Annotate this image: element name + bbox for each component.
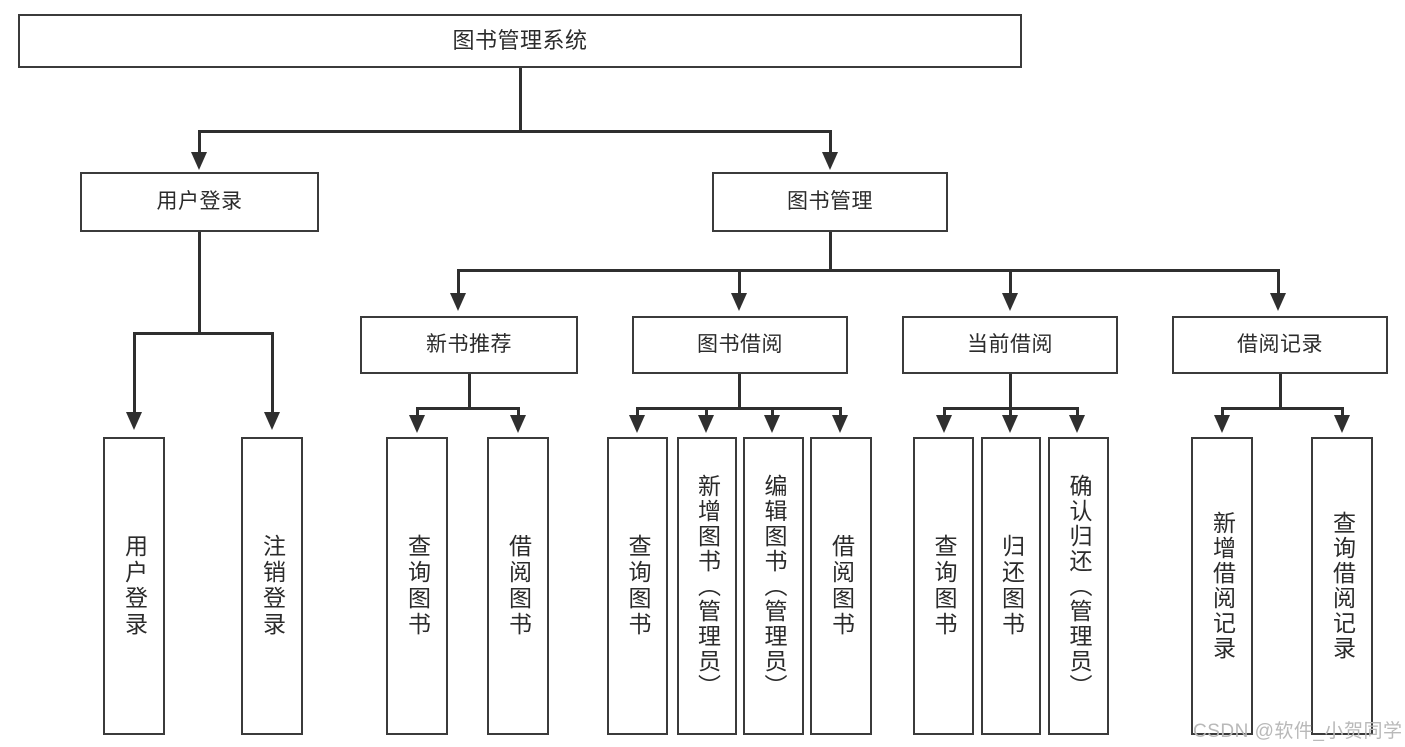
leaf-br-add-record[interactable]: 新增借阅记录 [1191, 437, 1253, 735]
connector-drop-br-1 [1221, 407, 1224, 419]
connector-drop-br-2 [1341, 407, 1344, 419]
connector-drop-nb-1 [416, 407, 419, 419]
leaf-bb-edit-book[interactable]: 编辑图书（管理员） [743, 437, 804, 735]
node-label: 查询借阅记录 [1329, 511, 1356, 661]
node-user-login[interactable]: 用户登录 [80, 172, 319, 232]
connector-drop-book-borrow [738, 269, 741, 295]
connector-user-login-stem [198, 232, 201, 334]
arrow-to-nb-query-book [409, 415, 425, 433]
leaf-bb-query-book[interactable]: 查询图书 [607, 437, 668, 735]
arrow-to-current-borrow [1002, 293, 1018, 311]
node-root-system[interactable]: 图书管理系统 [18, 14, 1022, 68]
arrow-to-cb-query-book [936, 415, 952, 433]
arrow-to-book-borrow [731, 293, 747, 311]
node-label: 用户登录 [121, 534, 148, 638]
connector-book-borrow-bus [637, 407, 841, 410]
leaf-logout[interactable]: 注销登录 [241, 437, 303, 735]
connector-drop-bb-1 [636, 407, 639, 419]
connector-new-book-stem [468, 374, 471, 410]
leaf-br-query-record[interactable]: 查询借阅记录 [1311, 437, 1373, 735]
connector-drop-book-manage [829, 130, 832, 156]
connector-drop-new-book [457, 269, 460, 295]
connector-level2-bus [199, 130, 831, 133]
connector-drop-cb-2 [1009, 407, 1012, 419]
arrow-to-book-manage [822, 152, 838, 170]
node-label: 注销登录 [259, 534, 286, 638]
arrow-to-bb-query-book [629, 415, 645, 433]
connector-level3-bus [458, 269, 1279, 272]
leaf-bb-borrow-book[interactable]: 借阅图书 [810, 437, 872, 735]
node-label: 确认归还（管理员） [1066, 473, 1092, 699]
arrow-to-cb-confirm-return [1069, 415, 1085, 433]
node-label: 借阅图书 [505, 534, 532, 638]
connector-drop-bb-3 [771, 407, 774, 419]
node-label: 用户登录 [156, 190, 243, 214]
arrow-to-leaf-logout [264, 412, 280, 430]
connector-new-book-bus [417, 407, 520, 410]
connector-drop-nb-2 [517, 407, 520, 419]
node-label: 编辑图书（管理员） [761, 473, 787, 699]
node-label: 图书借阅 [697, 333, 783, 357]
node-label: 新书推荐 [426, 333, 512, 357]
arrow-to-bb-borrow-book [832, 415, 848, 433]
connector-drop-bb-2 [705, 407, 708, 419]
connector-drop-current-borrow [1009, 269, 1012, 295]
leaf-user-login[interactable]: 用户登录 [103, 437, 165, 735]
connector-user-login-bus [134, 332, 273, 335]
node-label: 查询图书 [625, 534, 651, 638]
arrow-to-cb-return-book [1002, 415, 1018, 433]
leaf-nb-query-book[interactable]: 查询图书 [386, 437, 448, 735]
arrow-to-user-login [191, 152, 207, 170]
connector-current-borrow-stem [1009, 374, 1012, 410]
connector-drop-cb-1 [943, 407, 946, 419]
node-new-book-recommend[interactable]: 新书推荐 [360, 316, 578, 374]
node-label: 借阅图书 [828, 534, 855, 638]
connector-drop-borrow-record [1277, 269, 1280, 295]
arrow-to-borrow-record [1270, 293, 1286, 311]
arrow-to-br-query-record [1334, 415, 1350, 433]
arrow-to-bb-edit-book [764, 415, 780, 433]
node-current-borrow[interactable]: 当前借阅 [902, 316, 1118, 374]
arrow-to-leaf-user-login [126, 412, 142, 430]
arrow-to-br-add-record [1214, 415, 1230, 433]
connector-drop-user-login [198, 130, 201, 156]
node-label: 图书管理系统 [452, 27, 588, 53]
node-label: 借阅记录 [1237, 333, 1323, 357]
connector-drop-cb-3 [1076, 407, 1079, 419]
connector-borrow-record-stem [1279, 374, 1282, 410]
node-book-borrow[interactable]: 图书借阅 [632, 316, 848, 374]
node-borrow-record[interactable]: 借阅记录 [1172, 316, 1388, 374]
connector-book-manage-stem [829, 232, 832, 272]
arrow-to-new-book-recommend [450, 293, 466, 311]
connector-borrow-record-bus [1222, 407, 1342, 410]
node-label: 归还图书 [998, 534, 1025, 638]
connector-drop-bb-4 [839, 407, 842, 419]
node-label: 新增图书（管理员） [694, 473, 721, 699]
node-book-management[interactable]: 图书管理 [712, 172, 948, 232]
node-label: 查询图书 [404, 534, 431, 638]
leaf-bb-add-book[interactable]: 新增图书（管理员） [677, 437, 737, 735]
watermark-csdn: CSDN @软件_小贺同学 [1193, 721, 1403, 742]
node-label: 新增借阅记录 [1209, 511, 1236, 661]
node-label: 图书管理 [787, 190, 873, 214]
leaf-cb-return-book[interactable]: 归还图书 [981, 437, 1041, 735]
connector-book-borrow-stem [738, 374, 741, 410]
node-label: 当前借阅 [967, 333, 1053, 357]
arrow-to-nb-borrow-book [510, 415, 526, 433]
arrow-to-bb-add-book [698, 415, 714, 433]
connector-root-stem [519, 68, 522, 132]
node-label: 查询图书 [931, 534, 957, 638]
leaf-cb-query-book[interactable]: 查询图书 [913, 437, 974, 735]
connector-drop-leaf-user-login [133, 332, 136, 416]
leaf-cb-confirm-return[interactable]: 确认归还（管理员） [1048, 437, 1109, 735]
connector-drop-leaf-logout [271, 332, 274, 416]
leaf-nb-borrow-book[interactable]: 借阅图书 [487, 437, 549, 735]
